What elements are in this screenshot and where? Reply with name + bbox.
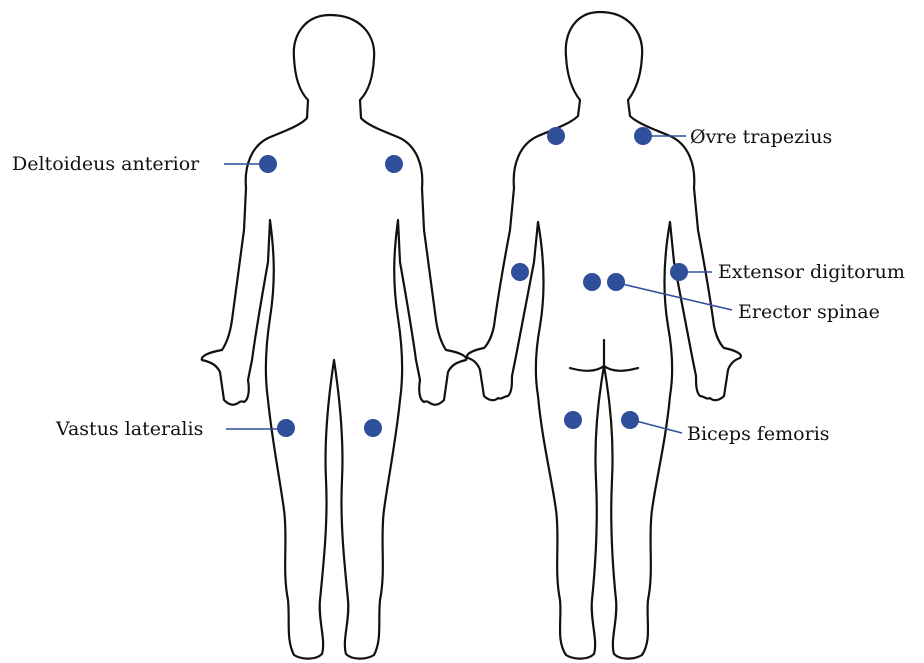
marker-deltoideus-left — [385, 155, 403, 173]
label-deltoideus-anterior: Deltoideus anterior — [12, 153, 200, 175]
marker-biceps-left — [564, 411, 582, 429]
leader-erector — [622, 284, 732, 310]
marker-deltoideus-right — [259, 155, 277, 173]
marker-erector-left — [583, 273, 601, 291]
marker-biceps-right — [621, 411, 639, 429]
label-erector-spinae: Erector spinae — [738, 301, 880, 323]
back-body-outline — [467, 12, 741, 659]
label-ovre-trapezius: Øvre trapezius — [690, 126, 832, 148]
marker-extensor-right — [670, 263, 688, 281]
marker-extensor-left — [511, 263, 529, 281]
label-extensor-digitorum: Extensor digitorum — [718, 261, 905, 283]
marker-trapezius-right — [634, 127, 652, 145]
front-body-outline — [202, 15, 467, 659]
marker-vastus-left — [364, 419, 382, 437]
marker-trapezius-left — [547, 127, 565, 145]
marker-erector-right — [607, 273, 625, 291]
leader-biceps — [636, 421, 682, 433]
marker-vastus-right — [277, 419, 295, 437]
label-biceps-femoris: Biceps femoris — [687, 423, 830, 445]
label-vastus-lateralis: Vastus lateralis — [55, 418, 203, 440]
